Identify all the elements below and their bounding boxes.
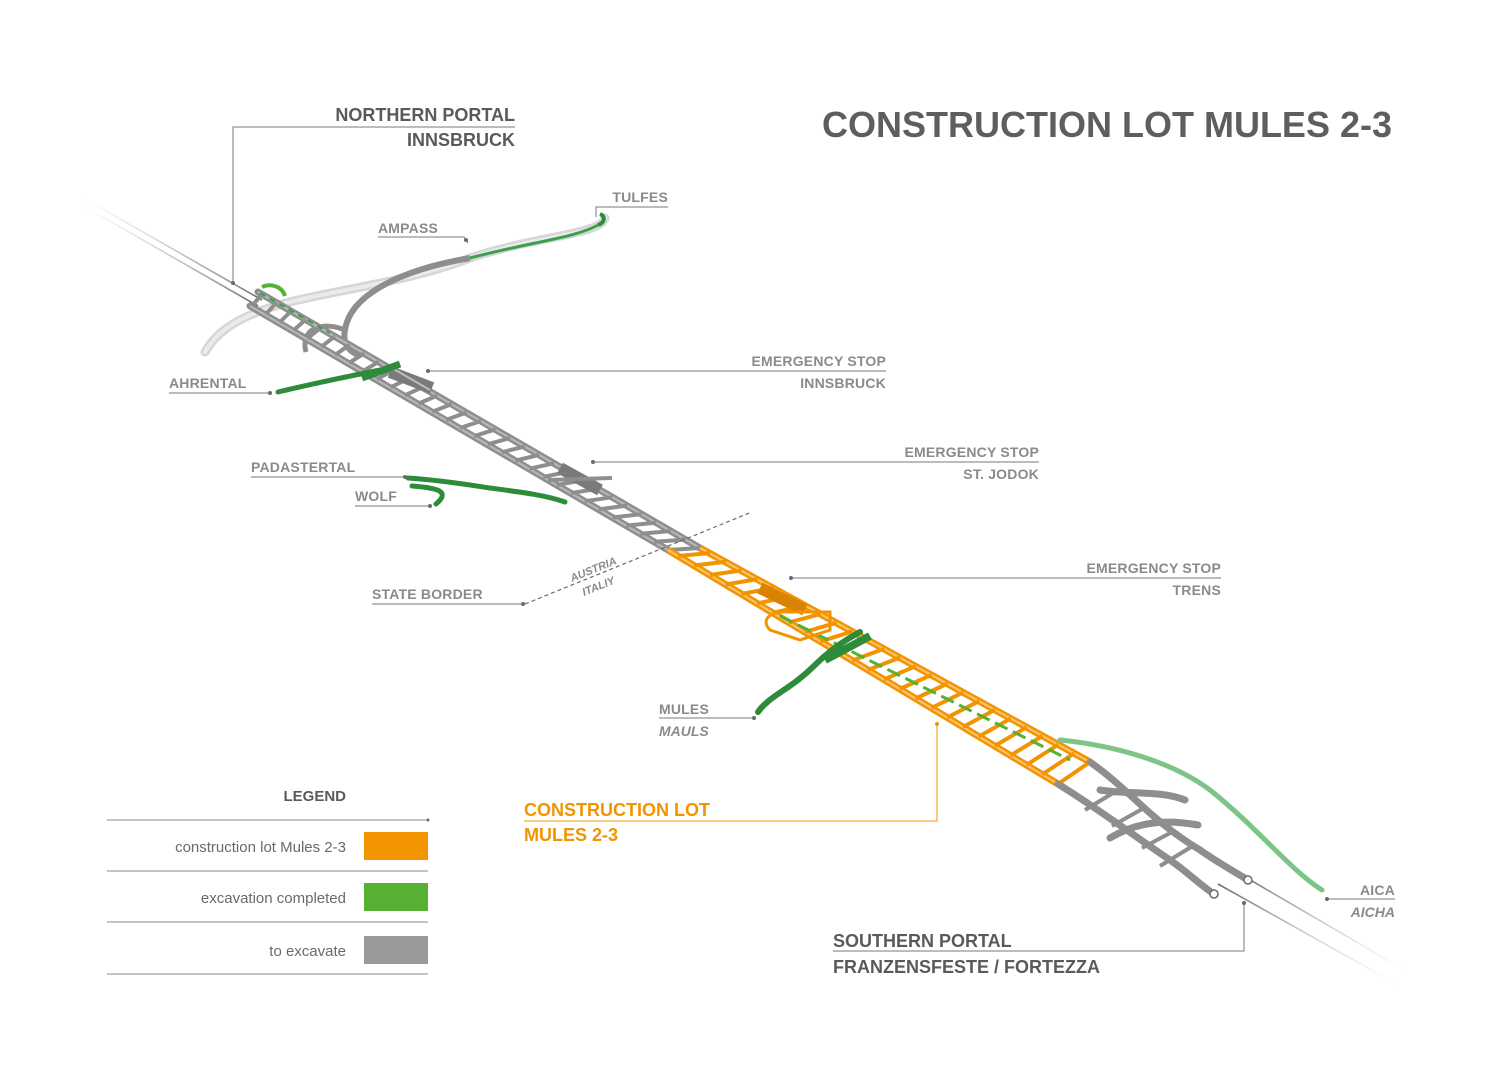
cross-passage (626, 520, 657, 528)
aica-access (1057, 737, 1325, 893)
ahrental-access (275, 360, 402, 395)
cross-passage (250, 292, 264, 308)
cross-passage (473, 427, 497, 439)
cross-passage (306, 326, 322, 341)
cross-passage (725, 577, 758, 587)
tunnel-gray (246, 283, 704, 554)
cross-passage (962, 707, 996, 729)
tunnel-orange (666, 544, 1092, 788)
cross-passage (361, 360, 380, 373)
emergency-stop-innsbruck-structure (387, 366, 435, 394)
legend-item-construction-lot: construction lot Mules 2-3 (175, 839, 346, 856)
emergency-trens-city: TRENS (1173, 582, 1221, 598)
cross-passage (1025, 742, 1060, 767)
northern-portal-label: NORTHERN PORTAL (335, 105, 515, 125)
southern-portal-city: FRANZENSFESTE / FORTEZZA (833, 957, 1100, 977)
emergency-stop-jodok-structure (547, 462, 613, 496)
legend-item-excavation-completed: excavation completed (201, 890, 346, 907)
cross-passage (1041, 751, 1076, 777)
ampass-label: AMPASS (378, 220, 438, 236)
cross-passage (292, 317, 308, 332)
cross-passage (501, 444, 526, 455)
cross-passage (445, 410, 468, 422)
cross-passage (677, 551, 711, 558)
cross-passage (693, 559, 727, 568)
padastertal-label: PADASTERTAL (251, 459, 356, 475)
emergency-trens-label: EMERGENCY STOP (1086, 560, 1221, 576)
legend-swatch-orange (364, 832, 428, 860)
legend-item-to-excavate: to excavate (269, 943, 346, 960)
mules-label: MULES (659, 701, 709, 717)
cross-passage (1009, 734, 1044, 758)
legend-heading: LEGEND (283, 788, 346, 805)
emergency-jodok-city: ST. JODOK (963, 466, 1039, 482)
cross-passage (946, 699, 981, 720)
legend-swatch-green (364, 883, 428, 911)
cross-passage (320, 334, 337, 349)
mules-access (755, 629, 872, 715)
southern-portal-label: SOUTHERN PORTAL (833, 931, 1012, 951)
innsbruck-bypass (200, 212, 610, 359)
emergency-stop-trens-structure (757, 582, 832, 642)
cross-passage (709, 568, 742, 577)
cross-passage (867, 655, 901, 672)
padastertal-wolf-access (405, 475, 568, 507)
aicha-label: AICHA (1350, 904, 1395, 920)
cross-passage (1056, 760, 1092, 786)
emergency-jodok-label: EMERGENCY STOP (904, 444, 1039, 460)
cross-passage (977, 716, 1012, 739)
diagram-title: CONSTRUCTION LOT MULES 2-3 (822, 104, 1392, 145)
cross-passage (347, 351, 366, 365)
construction-lot-label: CONSTRUCTION LOT (524, 800, 710, 820)
tulfes-label: TULFES (612, 189, 668, 205)
ahrental-label: AHRENTAL (169, 375, 247, 391)
cross-passage (334, 343, 351, 357)
mauls-label: MAULS (659, 723, 709, 739)
cross-passage (528, 461, 555, 471)
cross-passage (515, 452, 540, 463)
emergency-innsbruck-city: INNSBRUCK (800, 375, 886, 391)
aica-label: AICA (1360, 882, 1395, 898)
northern-portal-city: INNSBRUCK (407, 130, 515, 150)
cross-passage (278, 309, 293, 324)
cross-passage (264, 301, 279, 316)
cross-passage (612, 512, 642, 520)
cross-passage (640, 529, 671, 536)
cross-passage (788, 612, 822, 625)
cross-passage (417, 393, 438, 406)
legend-swatch-gray (364, 936, 428, 964)
wolf-label: WOLF (355, 488, 397, 504)
cross-passage (487, 436, 511, 447)
construction-lot-name: MULES 2-3 (524, 825, 618, 845)
cross-passage (598, 503, 628, 512)
cross-passage (653, 537, 686, 544)
cross-passage (851, 646, 885, 663)
state-border-line (524, 511, 753, 605)
legend: LEGEND construction lot Mules 2-3 excava… (107, 788, 430, 975)
tunnel-south-gray (1054, 758, 1253, 899)
cross-passage (431, 402, 453, 414)
emergency-innsbruck-label: EMERGENCY STOP (751, 353, 886, 369)
cross-passage (993, 725, 1028, 748)
cross-passage (584, 495, 613, 504)
leader-lines (169, 126, 1395, 952)
cross-passage (883, 664, 917, 682)
cross-passage (459, 419, 482, 430)
state-border-label: STATE BORDER (372, 586, 483, 602)
